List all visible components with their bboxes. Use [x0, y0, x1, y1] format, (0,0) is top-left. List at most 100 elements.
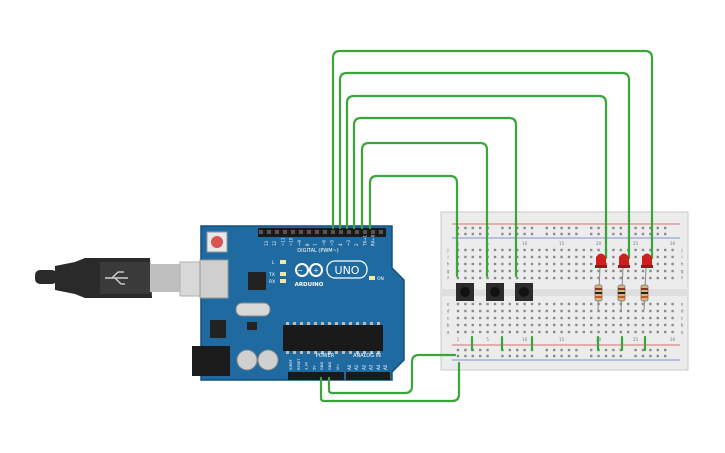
breadboard-hole — [641, 309, 645, 313]
header-pin — [355, 230, 359, 234]
tx-led-label: TX — [268, 272, 275, 278]
column-number: 30 — [670, 337, 676, 342]
breadboard-hole — [627, 276, 630, 280]
breadboard-hole — [464, 255, 467, 259]
breadboard-hole — [523, 262, 526, 266]
push-button-3[interactable] — [515, 283, 533, 301]
breadboard-hole — [545, 255, 548, 259]
breadboard-hole — [619, 269, 622, 273]
rail-hole — [590, 354, 593, 358]
breadboard-hole — [590, 330, 593, 334]
rail-hole — [612, 232, 615, 236]
breadboard-hole — [590, 309, 593, 313]
rail-hole — [479, 354, 482, 358]
breadboard-hole — [649, 316, 652, 320]
chip-pin — [370, 322, 373, 325]
breadboard-hole — [479, 255, 482, 259]
breadboard-hole — [553, 276, 556, 280]
breadboard-hole — [582, 248, 585, 252]
rail-hole — [575, 226, 578, 230]
rail-hole — [545, 226, 548, 230]
breadboard-hole — [471, 302, 474, 306]
chip-pin — [356, 351, 359, 354]
on-led — [369, 276, 375, 280]
digital-pin-label: TX→1 — [362, 234, 367, 247]
breadboard-hole — [634, 269, 637, 273]
digital-header[interactable] — [258, 228, 386, 237]
breadboard-hole — [508, 255, 511, 259]
chip-pin — [363, 351, 366, 354]
column-number: 5 — [486, 337, 489, 342]
column-number: 1 — [457, 337, 460, 342]
breadboard-hole — [619, 248, 622, 252]
row-letter: a — [681, 331, 684, 336]
digital-pin-label: RX←0 — [371, 234, 376, 246]
breadboard-hole — [619, 309, 622, 313]
chip-pin — [307, 351, 310, 354]
breadboard-hole — [464, 309, 467, 313]
breadboard-hole — [649, 248, 652, 252]
rail-hole — [612, 226, 615, 230]
atmega-chip — [283, 325, 383, 351]
breadboard-hole — [508, 269, 511, 273]
breadboard-hole — [553, 248, 556, 252]
breadboard-hole — [597, 309, 600, 313]
breadboard-hole — [471, 248, 474, 252]
breadboard-hole — [553, 262, 556, 266]
push-button-2[interactable] — [486, 283, 504, 301]
breadboard-hole — [671, 255, 674, 259]
on-label: ON — [377, 276, 384, 282]
digital-pin-label: ~9 — [297, 240, 302, 246]
breadboard-hole — [456, 323, 460, 327]
analog-pin-label: A2 — [361, 364, 366, 370]
breadboard-hole — [582, 323, 585, 327]
breadboard-hole — [582, 316, 585, 320]
rail-hole — [597, 226, 600, 230]
push-buttons[interactable] — [456, 283, 533, 301]
push-button-1[interactable] — [456, 283, 474, 301]
breadboard-hole — [649, 269, 652, 273]
rail-hole — [597, 354, 600, 358]
chip-pin — [356, 322, 359, 325]
rail-hole — [634, 354, 637, 358]
breadboard-hole — [530, 255, 534, 259]
breadboard-hole — [516, 302, 519, 306]
row-letter: i — [681, 255, 682, 261]
power-jack — [192, 346, 230, 376]
chip-pin — [300, 351, 303, 354]
reset-button-cap[interactable] — [211, 236, 223, 248]
rail-hole — [664, 232, 667, 236]
chip-pin — [314, 322, 317, 325]
breadboard-hole — [508, 323, 511, 327]
breadboard-hole — [627, 309, 630, 313]
breadboard-hole — [664, 323, 667, 327]
breadboard-hole — [567, 330, 571, 334]
breadboard-hole — [545, 276, 548, 280]
breadboard-hole — [656, 316, 659, 320]
breadboard-hole — [560, 330, 563, 334]
breadboard-hole — [508, 309, 511, 313]
breadboard-hole — [575, 262, 578, 266]
breadboard-hole — [590, 302, 593, 306]
wires — [319, 49, 654, 403]
row-letter: f — [447, 276, 449, 282]
breadboard-hole — [560, 302, 563, 306]
rail-hole — [508, 232, 511, 236]
breadboard-hole — [671, 330, 674, 334]
analog-header[interactable] — [346, 372, 390, 380]
digital-pin-label: ~6 — [321, 240, 326, 246]
breadboard-hole — [538, 262, 541, 266]
wire-gnd-rail — [319, 361, 461, 403]
breadboard-hole — [471, 262, 474, 266]
breadboard-hole — [530, 276, 534, 280]
breadboard-hole — [479, 262, 482, 266]
breadboard-hole — [612, 262, 615, 266]
rail-hole — [456, 354, 460, 358]
wire-pin3-button2 — [360, 141, 489, 278]
breadboard-hole — [619, 276, 622, 280]
power-header[interactable] — [288, 372, 344, 380]
rail-hole — [641, 348, 645, 352]
chip-pin — [349, 351, 352, 354]
breadboard-hole — [560, 262, 563, 266]
